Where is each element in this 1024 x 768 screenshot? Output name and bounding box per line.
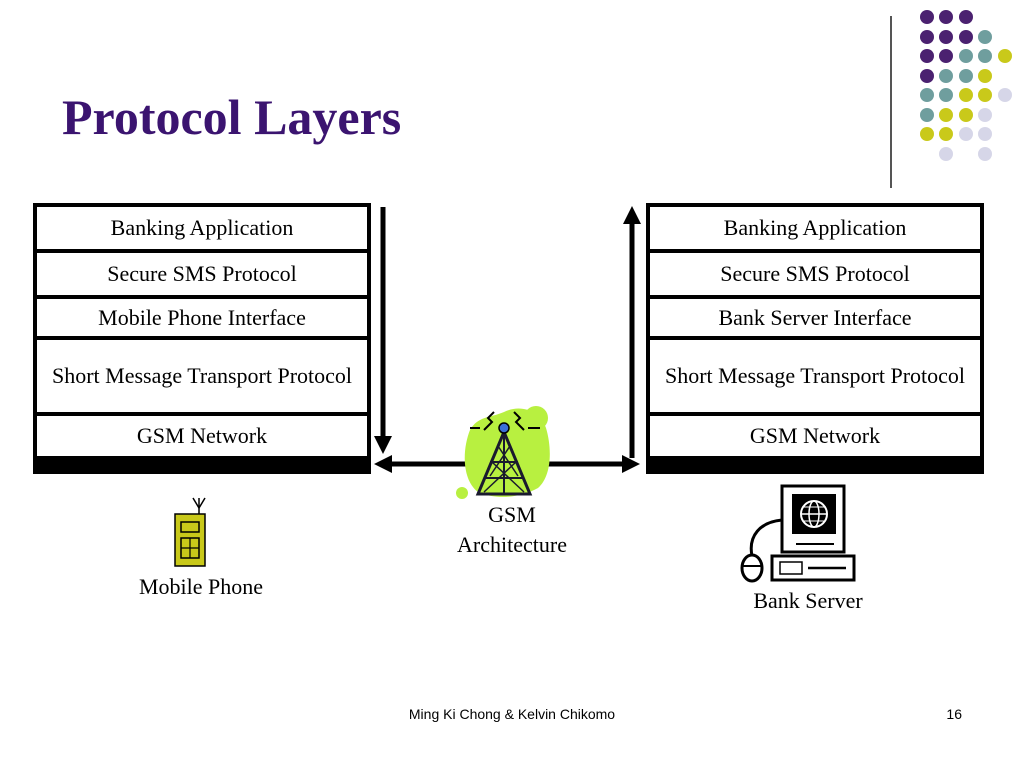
layer-short-message-transport-protocol: Short Message Transport Protocol [650, 340, 980, 412]
decorative-dot [939, 68, 953, 83]
page-number: 16 [946, 706, 962, 722]
layer-short-message-transport-protocol: Short Message Transport Protocol [37, 340, 367, 412]
decorative-dot [919, 10, 934, 24]
layer-banking-application: Banking Application [650, 207, 980, 249]
decorative-dot [958, 88, 973, 102]
down-arrow [374, 207, 392, 454]
decorative-dot [939, 10, 953, 24]
decorative-dot [997, 88, 1012, 102]
bidirectional-arrow [374, 455, 640, 473]
up-arrow [623, 206, 641, 458]
layer-gsm-network: GSM Network [37, 416, 367, 456]
decorative-dot [939, 88, 953, 102]
decorative-dot [978, 29, 992, 44]
layer-gsm-network: GSM Network [650, 416, 980, 456]
decorative-dot [919, 127, 934, 141]
decorative-dot [939, 127, 953, 141]
decorative-dot [978, 107, 992, 122]
decorative-dot-grid [900, 10, 1012, 170]
layer-bank-server-interface: Bank Server Interface [650, 299, 980, 336]
cell-tower-icon [456, 406, 550, 499]
decorative-dot [958, 29, 973, 44]
decorative-dot [939, 49, 953, 63]
decorative-dot [919, 107, 934, 122]
server-protocol-stack: Banking Application Secure SMS Protocol … [646, 203, 984, 474]
decorative-divider [890, 16, 892, 188]
slide-title: Protocol Layers [62, 89, 402, 145]
layer-banking-application: Banking Application [37, 207, 367, 249]
decorative-dot [919, 49, 934, 63]
decorative-dot [978, 88, 992, 102]
gsm-architecture-caption: GSM Architecture [457, 502, 567, 557]
layer-mobile-phone-interface: Mobile Phone Interface [37, 299, 367, 336]
decorative-dot [978, 49, 992, 63]
decorative-dot [958, 68, 973, 83]
decorative-dot [978, 127, 992, 141]
mobile-phone-icon [174, 497, 206, 567]
mobile-phone-caption: Mobile Phone [138, 574, 264, 599]
layer-secure-sms-protocol: Secure SMS Protocol [37, 253, 367, 295]
footer-author: Ming Ki Chong & Kelvin Chikomo [408, 706, 616, 722]
decorative-dot [919, 88, 934, 102]
decorative-dot [919, 29, 934, 44]
mobile-protocol-stack: Banking Application Secure SMS Protocol … [33, 203, 371, 474]
decorative-dot [939, 29, 953, 44]
decorative-dot [919, 68, 934, 83]
computer-terminal-icon [740, 484, 856, 583]
decorative-dot [997, 49, 1012, 63]
decorative-dot [939, 107, 953, 122]
layer-secure-sms-protocol: Secure SMS Protocol [650, 253, 980, 295]
decorative-dot [958, 127, 973, 141]
decorative-dot [978, 68, 992, 83]
decorative-dot [958, 49, 973, 63]
bank-server-caption: Bank Server [753, 588, 863, 613]
decorative-dot [978, 146, 992, 161]
decorative-dot [939, 146, 953, 161]
decorative-dot [958, 10, 973, 24]
decorative-dot [958, 107, 973, 122]
